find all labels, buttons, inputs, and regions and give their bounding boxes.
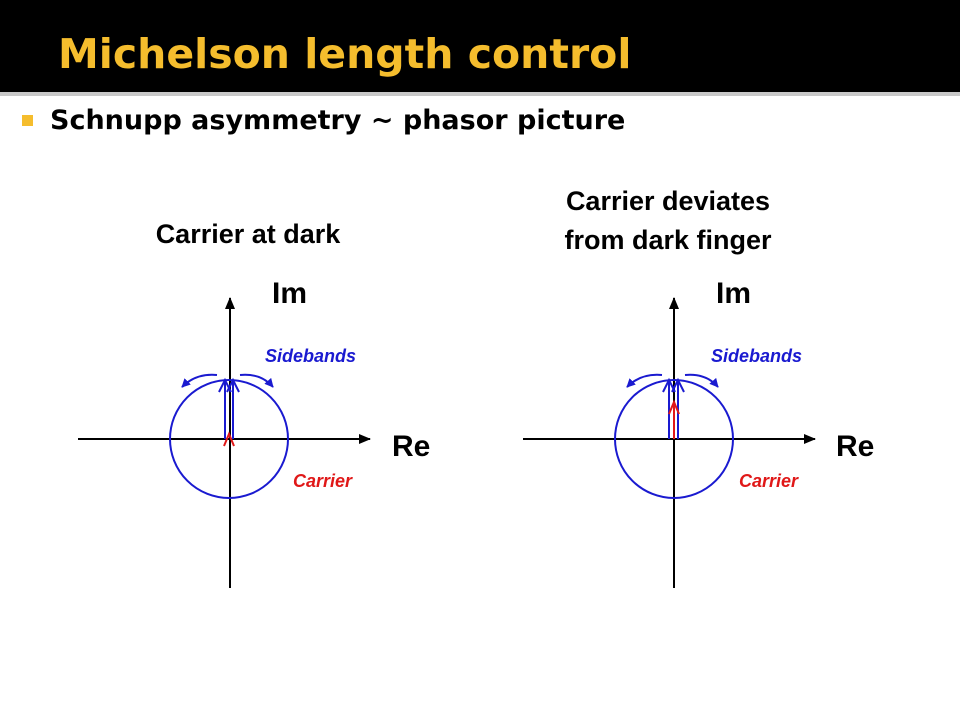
sideband-rotation-circle: [614, 379, 734, 499]
counterclockwise-rotation-arrow-icon: [626, 373, 663, 388]
bullet-item: Schnupp asymmetry ~ phasor picture: [22, 100, 625, 140]
im-axis-label: Im: [272, 277, 307, 310]
carrier-phasor-head-icon: [223, 431, 235, 447]
carrier-label: Carrier: [293, 471, 353, 491]
carrier-phasor-head-icon: [668, 399, 680, 415]
sidebands-label: Sidebands: [711, 346, 802, 366]
bullet-text: Schnupp asymmetry ~ phasor picture: [50, 104, 626, 136]
panel-title-line-1: Carrier deviates: [566, 186, 770, 216]
title-divider: [0, 92, 960, 96]
sideband-rotation-circle: [169, 379, 289, 499]
clockwise-rotation-arrow-icon: [239, 373, 274, 388]
slide-title: Michelson length control: [58, 30, 632, 78]
panel-carrier-deviates: Carrier deviates from dark finger Im Re …: [523, 186, 874, 588]
re-axis-label: Re: [392, 430, 430, 463]
sidebands-label: Sidebands: [265, 346, 356, 366]
re-axis-label: Re: [836, 430, 874, 463]
clockwise-rotation-arrow-icon: [684, 373, 719, 388]
bullet-square-icon: [22, 114, 33, 126]
counterclockwise-rotation-arrow-icon: [181, 373, 218, 388]
carrier-label: Carrier: [739, 471, 799, 491]
title-bar: Michelson length control: [0, 0, 960, 92]
sideband-arrowhead-icon: [226, 377, 240, 393]
im-axis-label: Im: [716, 277, 751, 310]
panel-title-line-2: from dark finger: [564, 225, 772, 255]
panel-carrier-at-dark: Carrier at dark Im Re Sidebands Carrier: [78, 219, 430, 588]
sideband-arrowhead-icon: [671, 377, 685, 393]
panel-title: Carrier at dark: [156, 219, 342, 249]
